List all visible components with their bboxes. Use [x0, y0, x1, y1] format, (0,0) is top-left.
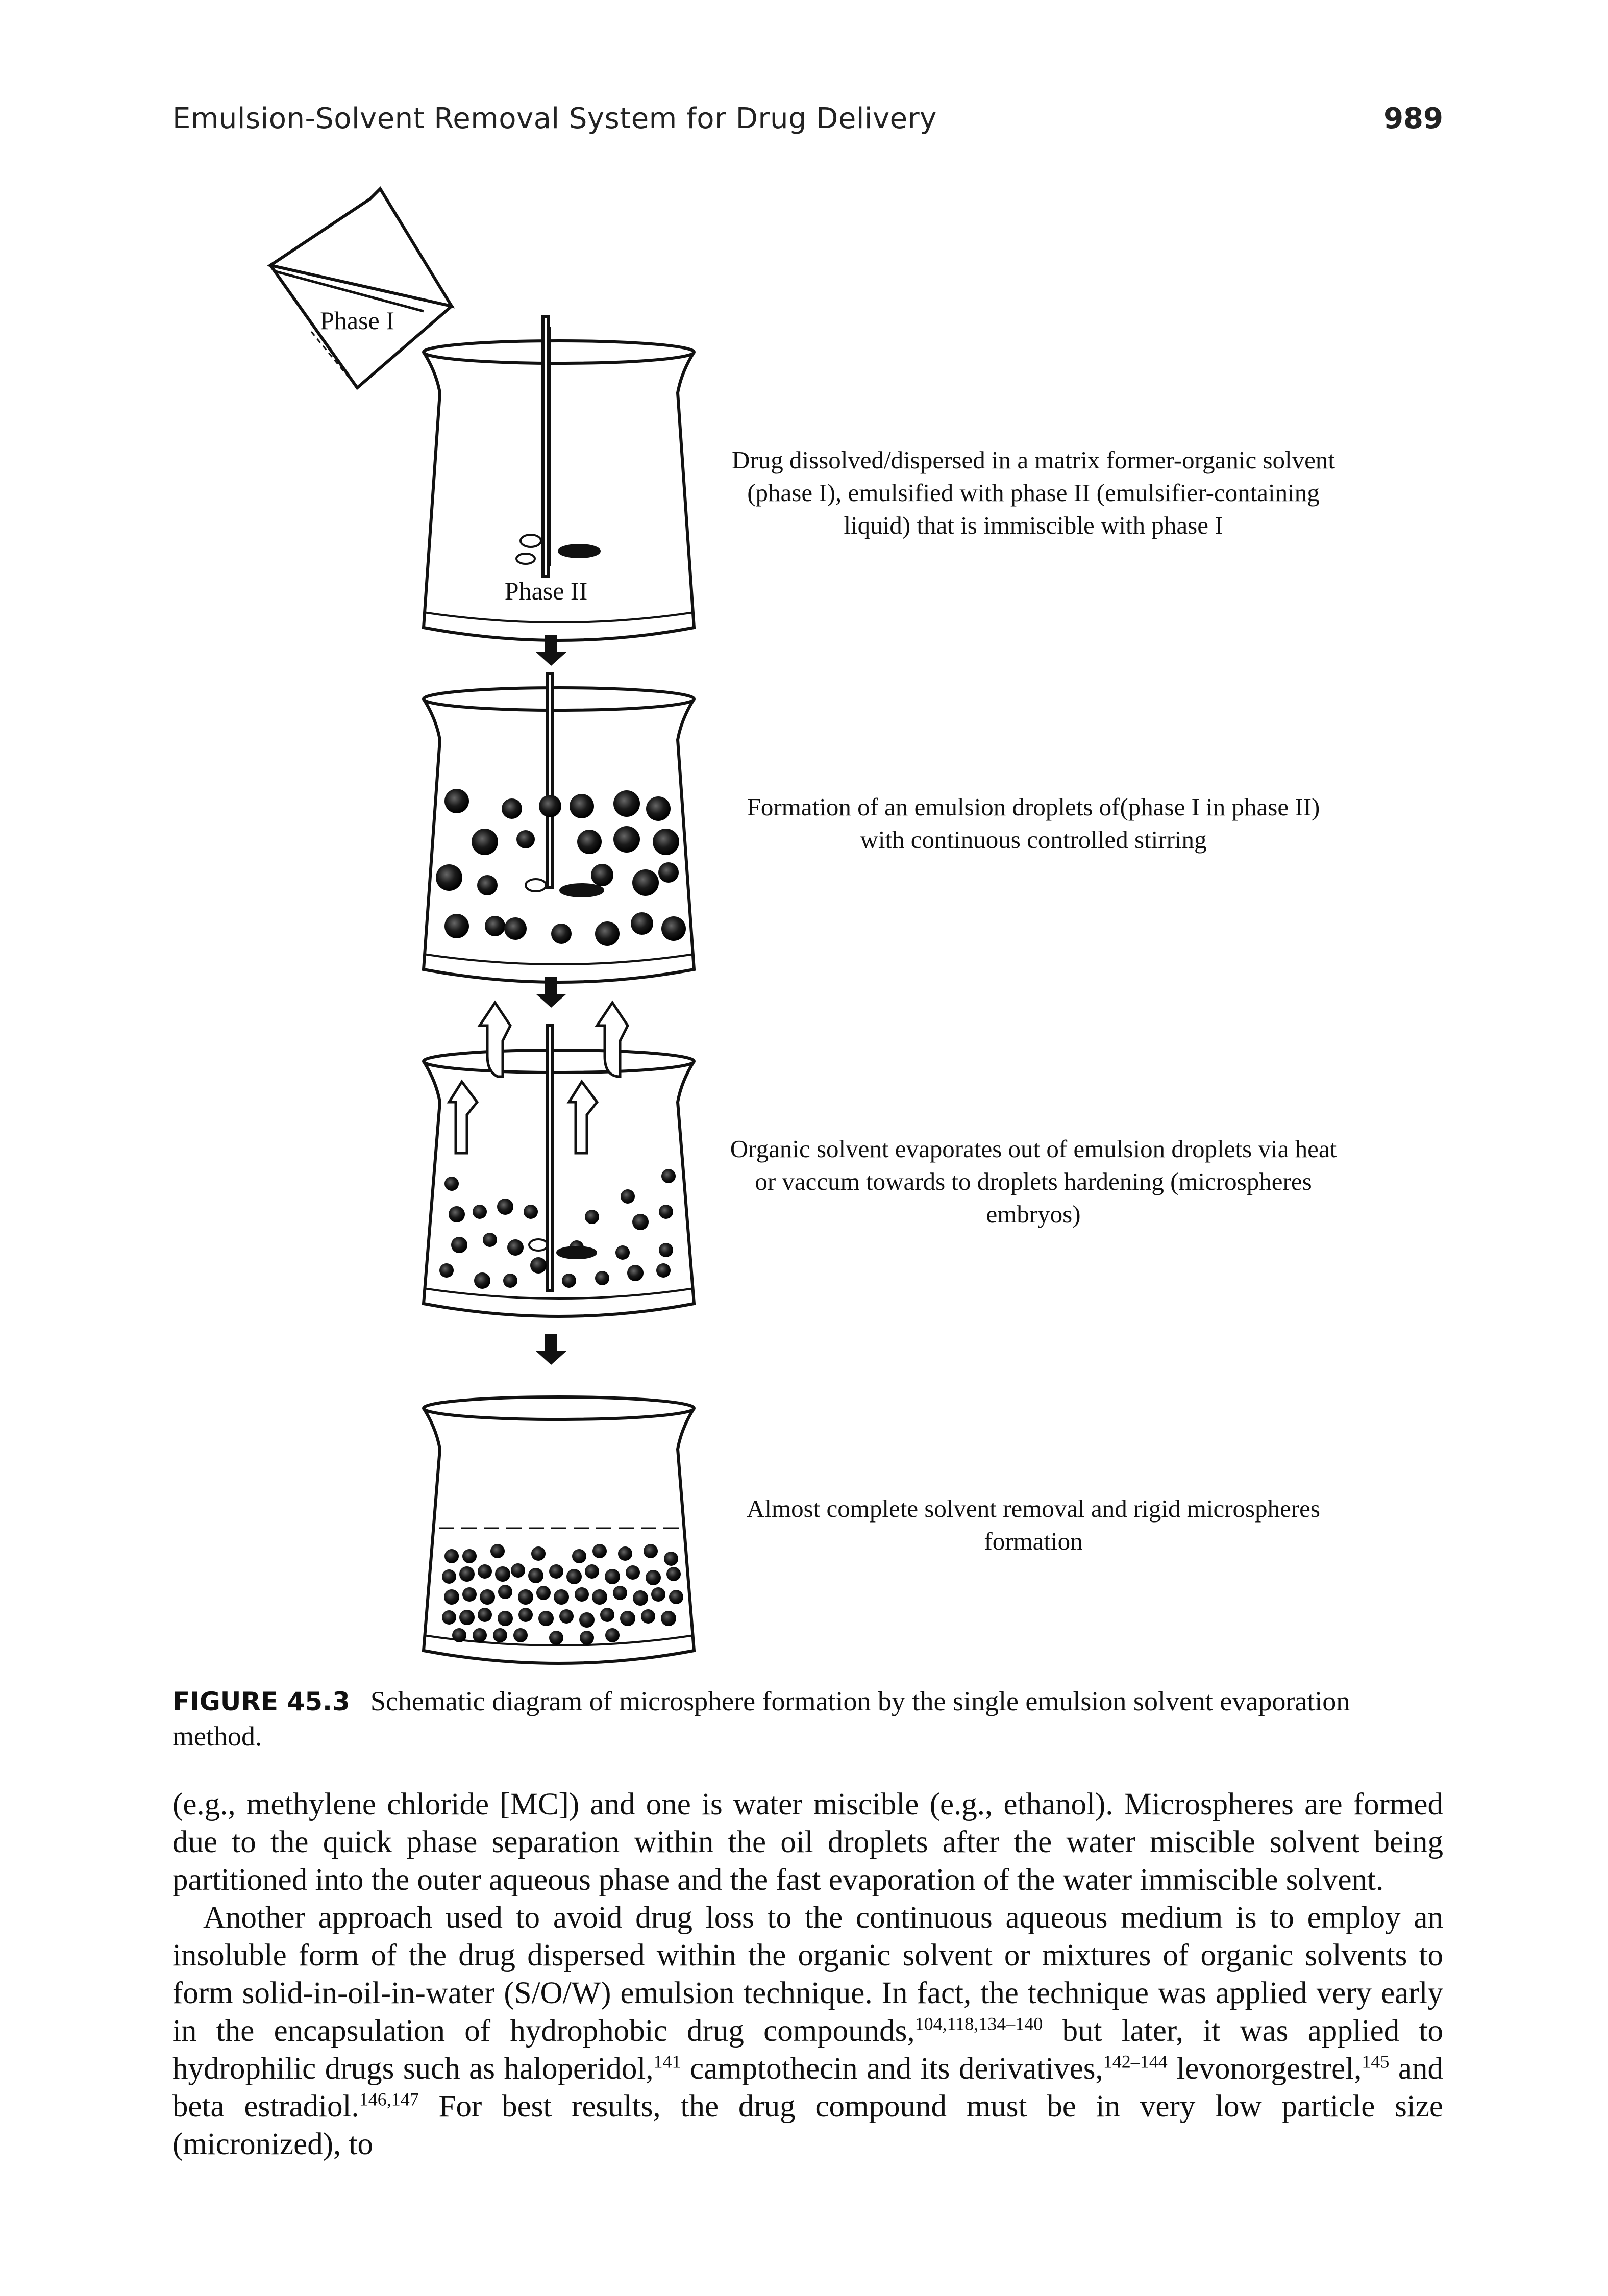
paragraph-2-text: but later, it was applied to hydrophilic… [172, 2014, 1443, 2086]
beaker-stage-4 [422, 1395, 696, 1665]
step-2-description: Formation of an emulsion droplets of(pha… [747, 793, 1320, 854]
stirrer-impeller-2 [525, 878, 604, 897]
page-header: Emulsion-Solvent Removal System for Drug… [172, 102, 1443, 148]
paragraph-2-text: and beta estradiol. [172, 2052, 1443, 2124]
paragraph-2: Another approach used to avoid drug loss… [172, 1899, 1443, 2163]
step-4-description: Almost complete solvent removal and rigi… [746, 1494, 1320, 1555]
paragraph-2-text: levonorgestrel, [1167, 2052, 1362, 2086]
emulsion-droplets [436, 789, 686, 946]
citation-ref: 141 [653, 2051, 681, 2072]
microsphere-formation-diagram: Phase I Phase II [266, 186, 696, 1665]
figure-number: FIGURE 45.3 [172, 1687, 350, 1716]
beaker-stage-2 [422, 672, 696, 984]
evaporation-arrows [447, 1000, 629, 1155]
down-arrow-3 [536, 1334, 566, 1365]
body-text: (e.g., methylene chloride [MC]) and one … [172, 1786, 1443, 2163]
page-number: 989 [1383, 102, 1443, 135]
citation-ref: 145 [1362, 2051, 1390, 2072]
beaker-stage-1 [422, 315, 696, 642]
paragraph-2-text: For best results, the drug compound must… [172, 2089, 1443, 2161]
step-1-description: Drug dissolved/dispersed in a matrix for… [731, 446, 1335, 539]
citation-ref: 142–144 [1103, 2051, 1168, 2072]
beaker-stage-3 [422, 1024, 696, 1318]
paragraph-1: (e.g., methylene chloride [MC]) and one … [172, 1787, 1443, 1897]
down-arrow-2 [536, 977, 566, 1008]
stirrer-impeller-3 [528, 1238, 597, 1259]
phase-two-label: Phase II [505, 577, 587, 605]
citation-ref: 104,118,134–140 [914, 2013, 1043, 2034]
stirrer-impeller-1 [515, 534, 601, 565]
rigid-microspheres [442, 1544, 683, 1645]
hardening-droplets [439, 1169, 676, 1289]
running-head: Emulsion-Solvent Removal System for Drug… [172, 102, 937, 135]
step-3-description: Organic solvent evaporates out of emulsi… [730, 1135, 1337, 1228]
phase-one-label: Phase I [320, 306, 394, 335]
pouring-beaker [266, 186, 455, 390]
paragraph-2-text: camptothecin and its derivatives, [681, 2052, 1103, 2086]
down-arrow-1 [536, 635, 566, 666]
citation-ref: 146,147 [359, 2089, 419, 2110]
paragraph-2-text: Another approach used to avoid drug loss… [172, 1901, 1443, 2048]
figure-caption-text: Schematic diagram of microsphere formati… [172, 1686, 1350, 1752]
